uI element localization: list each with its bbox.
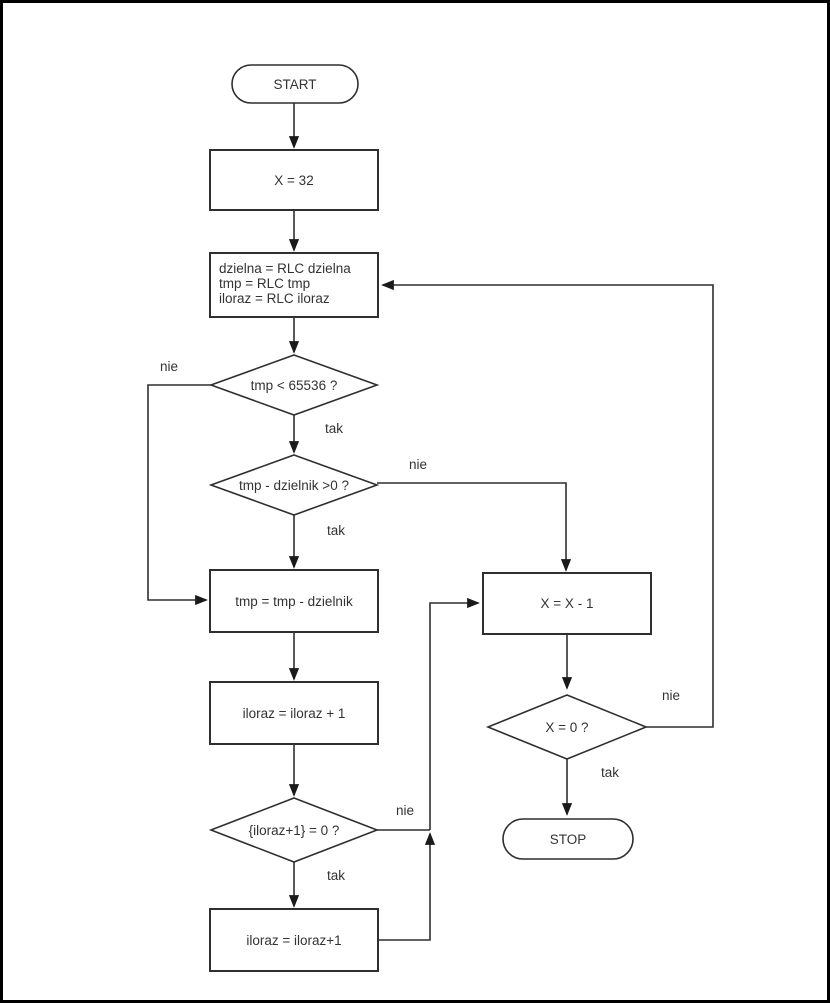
node-start: START — [231, 64, 359, 104]
node-rlc-rotate: dzielna = RLC dzielna tmp = RLC tmp ilor… — [209, 252, 379, 318]
node-decision-iloraz: {iloraz+1} = 0 ? — [208, 797, 380, 863]
rlc-box-line3: iloraz = RLC iloraz — [219, 291, 330, 306]
rlc-box-line1: dzielna = RLC dzielna — [219, 261, 351, 276]
edge-decision2-no — [377, 482, 572, 572]
edge-label-decision3-no: nie — [396, 803, 414, 818]
edge-label-decision1-no: nie — [160, 359, 178, 374]
tmp-sub-box-shape — [209, 569, 379, 633]
x-dec-box-label: X = X - 1 — [541, 596, 594, 611]
node-iloraz-inc2: iloraz = iloraz+1 — [209, 908, 379, 972]
connector-layer — [147, 103, 714, 941]
edge-label-decision1-yes: tak — [325, 421, 343, 436]
node-init-x32: X = 32 — [209, 149, 379, 211]
node-decision-x-zero: X = 0 ? — [485, 694, 649, 760]
iloraz-inc-box-label: iloraz = iloraz + 1 — [243, 706, 346, 721]
node-stop: STOP — [502, 818, 634, 860]
edge-decision4-no-feedback — [381, 279, 714, 728]
stop-label: STOP — [550, 832, 587, 847]
edge-label-decision2-yes: tak — [327, 523, 345, 538]
tmp-sub-box-label: tmp = tmp - dzielnik — [235, 594, 353, 609]
edge-label-decision3-yes: tak — [327, 868, 345, 883]
decision4-diamond-shape — [485, 694, 649, 760]
decision2-label: tmp - dzielnik >0 ? — [239, 478, 349, 493]
node-iloraz-inc: iloraz = iloraz + 1 — [209, 681, 379, 745]
edge-ilorazinc2-up — [377, 832, 436, 941]
start-label: START — [273, 77, 316, 92]
decision1-label: tmp < 65536 ? — [251, 378, 338, 393]
iloraz-inc2-box-label: iloraz = iloraz+1 — [246, 933, 341, 948]
node-x-dec: X = X - 1 — [482, 572, 652, 635]
init-box-label: X = 32 — [274, 173, 313, 188]
edge-label-layer: nie tak nie tak nie tak nie tak — [160, 359, 680, 883]
edge-decision1-no-loop — [147, 384, 211, 606]
stop-terminal-shape — [502, 818, 634, 860]
x-dec-box-shape — [482, 572, 652, 635]
iloraz-inc2-box-shape — [209, 908, 379, 972]
decision4-label: X = 0 ? — [545, 720, 588, 735]
node-tmp-sub: tmp = tmp - dzielnik — [209, 569, 379, 633]
decision3-label: {iloraz+1} = 0 ? — [249, 823, 340, 838]
edge-join-to-xdec — [429, 597, 480, 830]
decision3-diamond-shape — [208, 797, 380, 863]
node-decision-tmp-65536: tmp < 65536 ? — [208, 354, 380, 416]
edge-label-decision4-yes: tak — [601, 765, 619, 780]
decision1-diamond-shape — [208, 354, 380, 416]
start-terminal-shape — [231, 64, 359, 104]
decision2-diamond-shape — [208, 454, 380, 516]
rlc-box-line2: tmp = RLC tmp — [219, 276, 310, 291]
init-box-shape — [209, 149, 379, 211]
node-decision-tmp-dzielnik: tmp - dzielnik >0 ? — [208, 454, 380, 516]
rlc-box-shape — [209, 252, 379, 318]
edge-label-decision2-no: nie — [409, 457, 427, 472]
iloraz-inc-box-shape — [209, 681, 379, 745]
edge-label-decision4-no: nie — [662, 688, 680, 703]
